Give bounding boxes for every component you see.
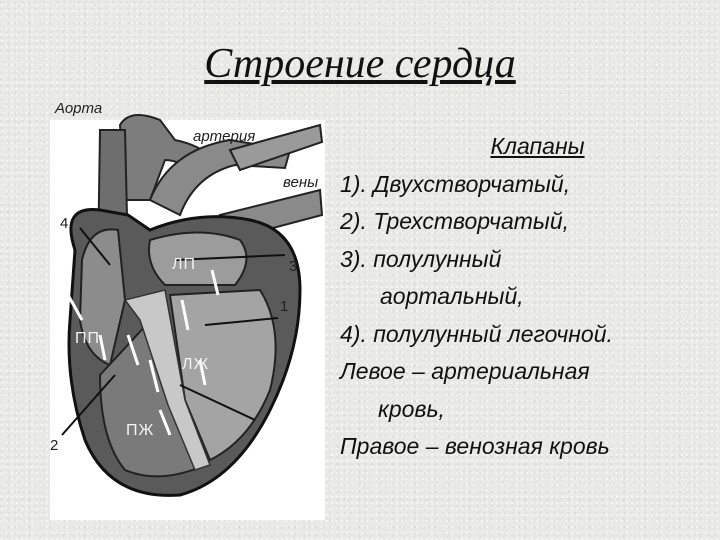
label-artery: артерия <box>193 128 256 145</box>
valve-line-5: 4). полулунный легочной. <box>340 320 613 347</box>
leader-1 <box>204 317 279 326</box>
label-right-atrium: ПП <box>75 330 100 347</box>
valve-line-1: 1). Двухстворчатый, <box>340 170 571 197</box>
leader-4 <box>79 227 111 266</box>
valve-line-7: кровь, <box>378 395 445 422</box>
label-valve-2: 2 <box>50 437 59 454</box>
valve-line-3: 3). полулунный <box>340 245 502 272</box>
septum-shape <box>123 289 211 471</box>
upper-right-vessel <box>228 123 324 172</box>
leader-lines <box>61 227 286 436</box>
leader-2 <box>61 374 116 436</box>
flow-arrows <box>66 269 220 436</box>
label-valve-1: 1 <box>280 298 289 315</box>
label-valve-3: 3 <box>289 258 298 275</box>
valves-heading: Клапаны <box>490 133 585 159</box>
label-right-ventricle: ПЖ <box>126 422 155 439</box>
valves-text-block: Клапаны 1). Двухстворчатый, 2). Трехство… <box>340 128 715 466</box>
leader-lzh <box>179 384 256 421</box>
leader-3 <box>174 254 286 261</box>
valve-line-2: 2). Трехстворчатый, <box>340 208 570 234</box>
label-left-ventricle: ЛЖ <box>182 356 210 373</box>
valve-line-4: аортальный, <box>380 283 524 309</box>
label-veins: вены <box>283 174 319 191</box>
label-aorta: Аорта <box>55 100 103 117</box>
page-title: Строение сердца <box>204 41 516 87</box>
label-valve-4: 4 <box>60 215 69 232</box>
valve-line-8: Правое – венозная кровь <box>340 433 610 459</box>
label-left-atrium: ЛП <box>172 256 196 273</box>
valve-line-6: Левое – артериальная <box>340 358 590 384</box>
